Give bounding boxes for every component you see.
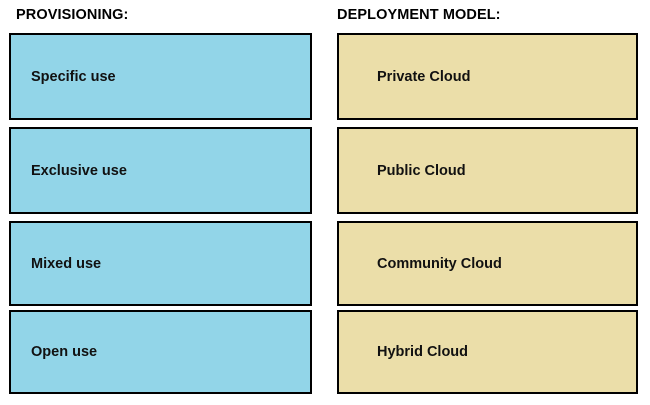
deployment-box-hybrid-cloud[interactable]: Hybrid Cloud [337,310,638,394]
provisioning-box-label: Exclusive use [31,162,127,179]
deployment-box-private-cloud[interactable]: Private Cloud [337,33,638,120]
provisioning-box-exclusive-use[interactable]: Exclusive use [9,127,312,214]
deployment-box-label: Hybrid Cloud [377,344,469,360]
provisioning-box-label: Open use [31,344,98,360]
deployment-box-public-cloud[interactable]: Public Cloud [337,127,638,214]
provisioning-box-specific-use[interactable]: Specific use [9,33,312,120]
provisioning-box-label: Specific use [31,68,116,85]
deployment-box-label: Public Cloud [377,162,466,179]
provisioning-box-label: Mixed use [31,255,102,272]
deployment-box-community-cloud[interactable]: Community Cloud [337,221,638,306]
provisioning-box-open-use[interactable]: Open use [9,310,312,394]
deployment-box-label: Community Cloud [377,255,502,272]
provisioning-box-mixed-use[interactable]: Mixed use [9,221,312,306]
deployment-box-label: Private Cloud [377,68,471,85]
deployment-model-column-header: DEPLOYMENT MODEL: [337,7,501,23]
provisioning-column-header: PROVISIONING: [16,7,129,23]
